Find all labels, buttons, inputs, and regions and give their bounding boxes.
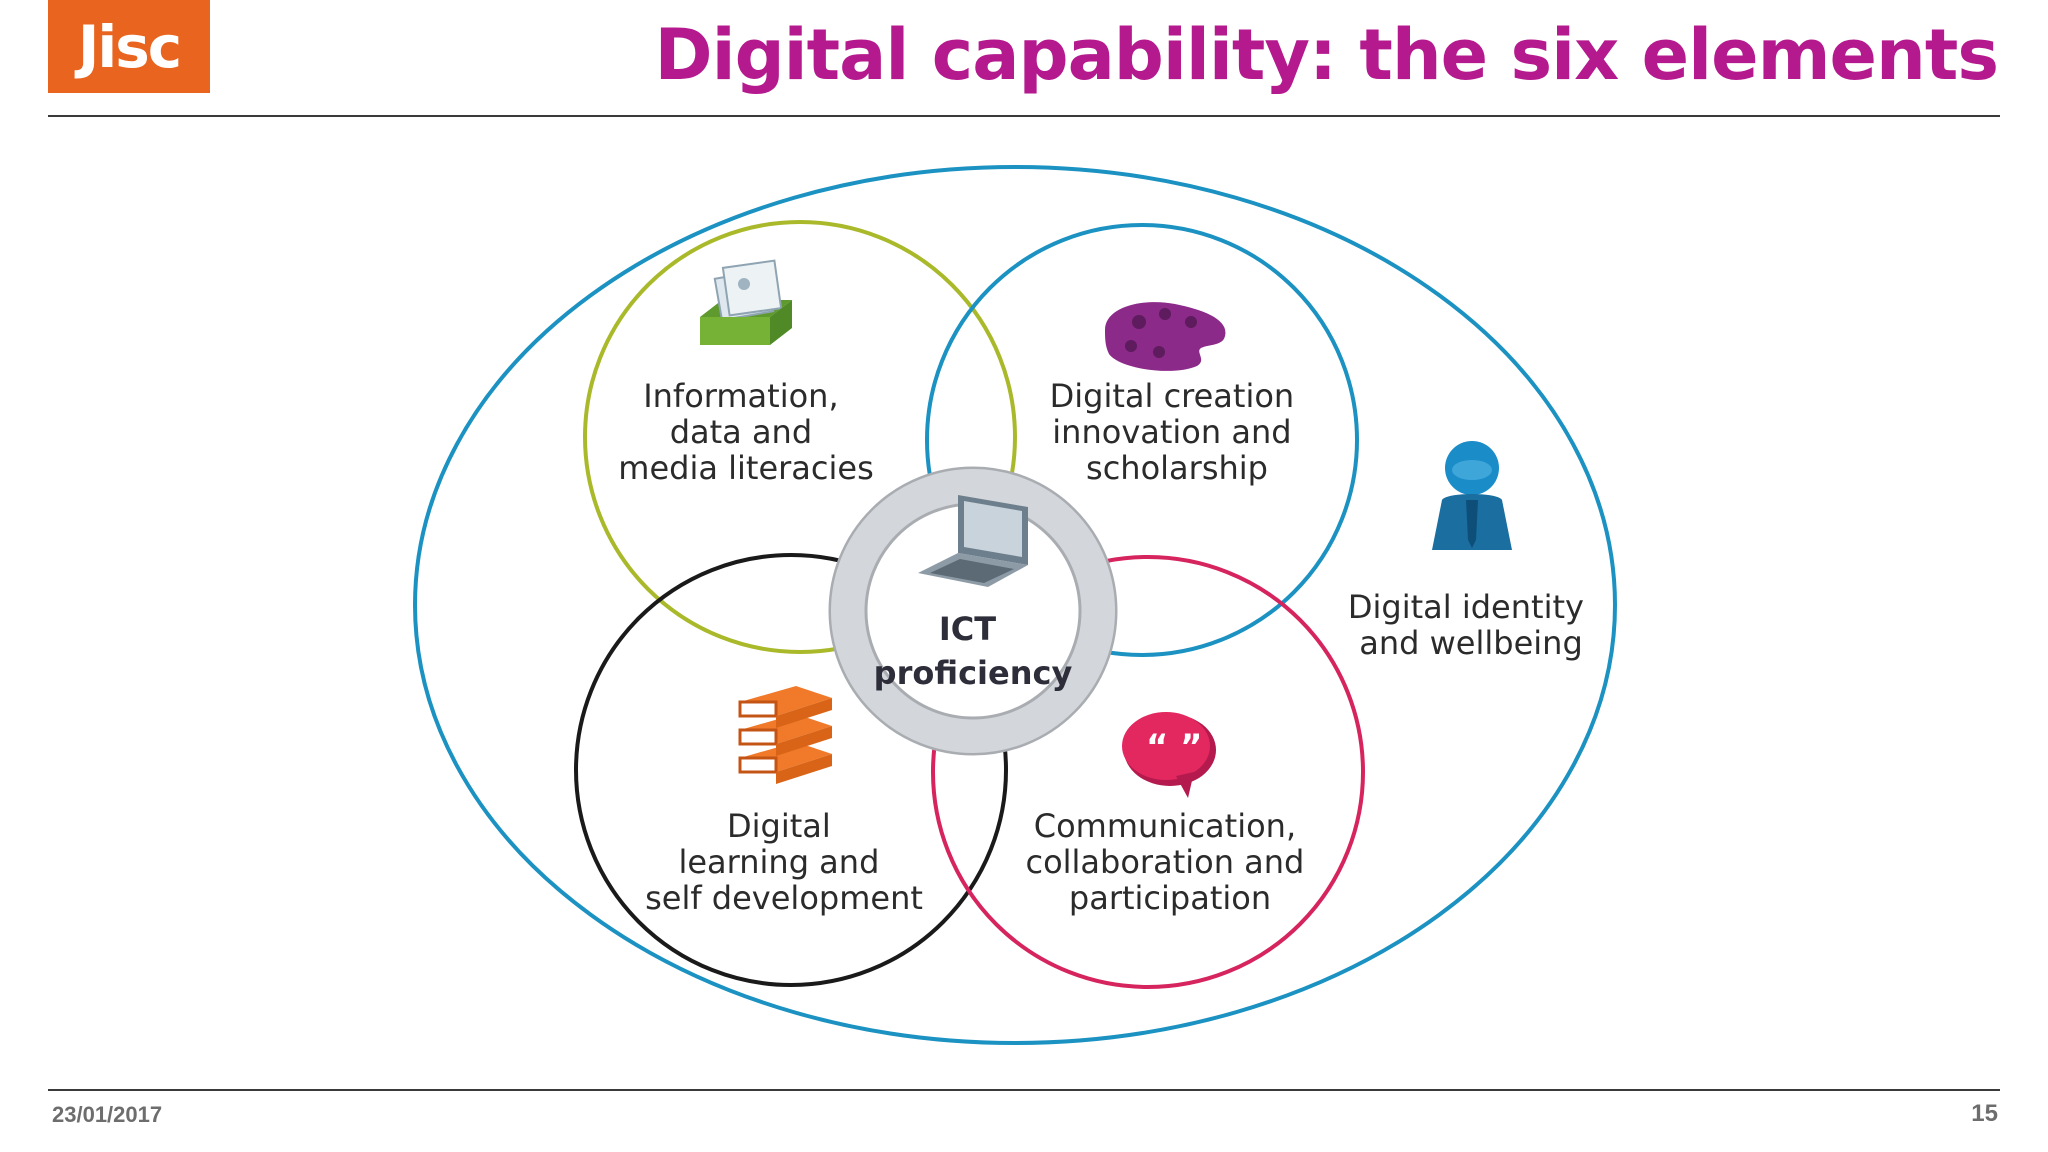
page-number: 15 [1971,1100,1998,1127]
identity-ellipse [413,165,1617,1045]
palette-icon [1105,302,1226,371]
footer-divider [48,1089,2000,1091]
info-label: Information, data and media literacies [618,377,873,487]
card-file-icon [700,259,792,345]
identity-label: Digital identity and wellbeing [1348,588,1594,662]
svg-text:“ ”: “ ” [1146,727,1203,767]
speech-bubble-icon: “ ” [1122,712,1216,798]
header-divider [48,115,2000,117]
info-circle [583,220,1017,654]
jisc-logo: Jisc [48,0,210,93]
ict-ring-band [831,469,1115,753]
footer-date: 23/01/2017 [52,1102,163,1127]
laptop-icon [918,495,1028,587]
creation-label: Digital creation innovation and scholars… [1050,377,1305,487]
learning-circle [574,553,1008,987]
person-icon [1432,441,1512,550]
learning-label: Digital learning and self development [645,807,923,917]
page-title: Digital capability: the six elements [654,14,1999,96]
creation-circle [925,223,1359,657]
communication-label: Communication, collaboration and partici… [1025,807,1314,917]
ict-label: ICT proficiency [874,610,1073,692]
books-icon [738,686,832,784]
communication-circle [931,555,1365,989]
